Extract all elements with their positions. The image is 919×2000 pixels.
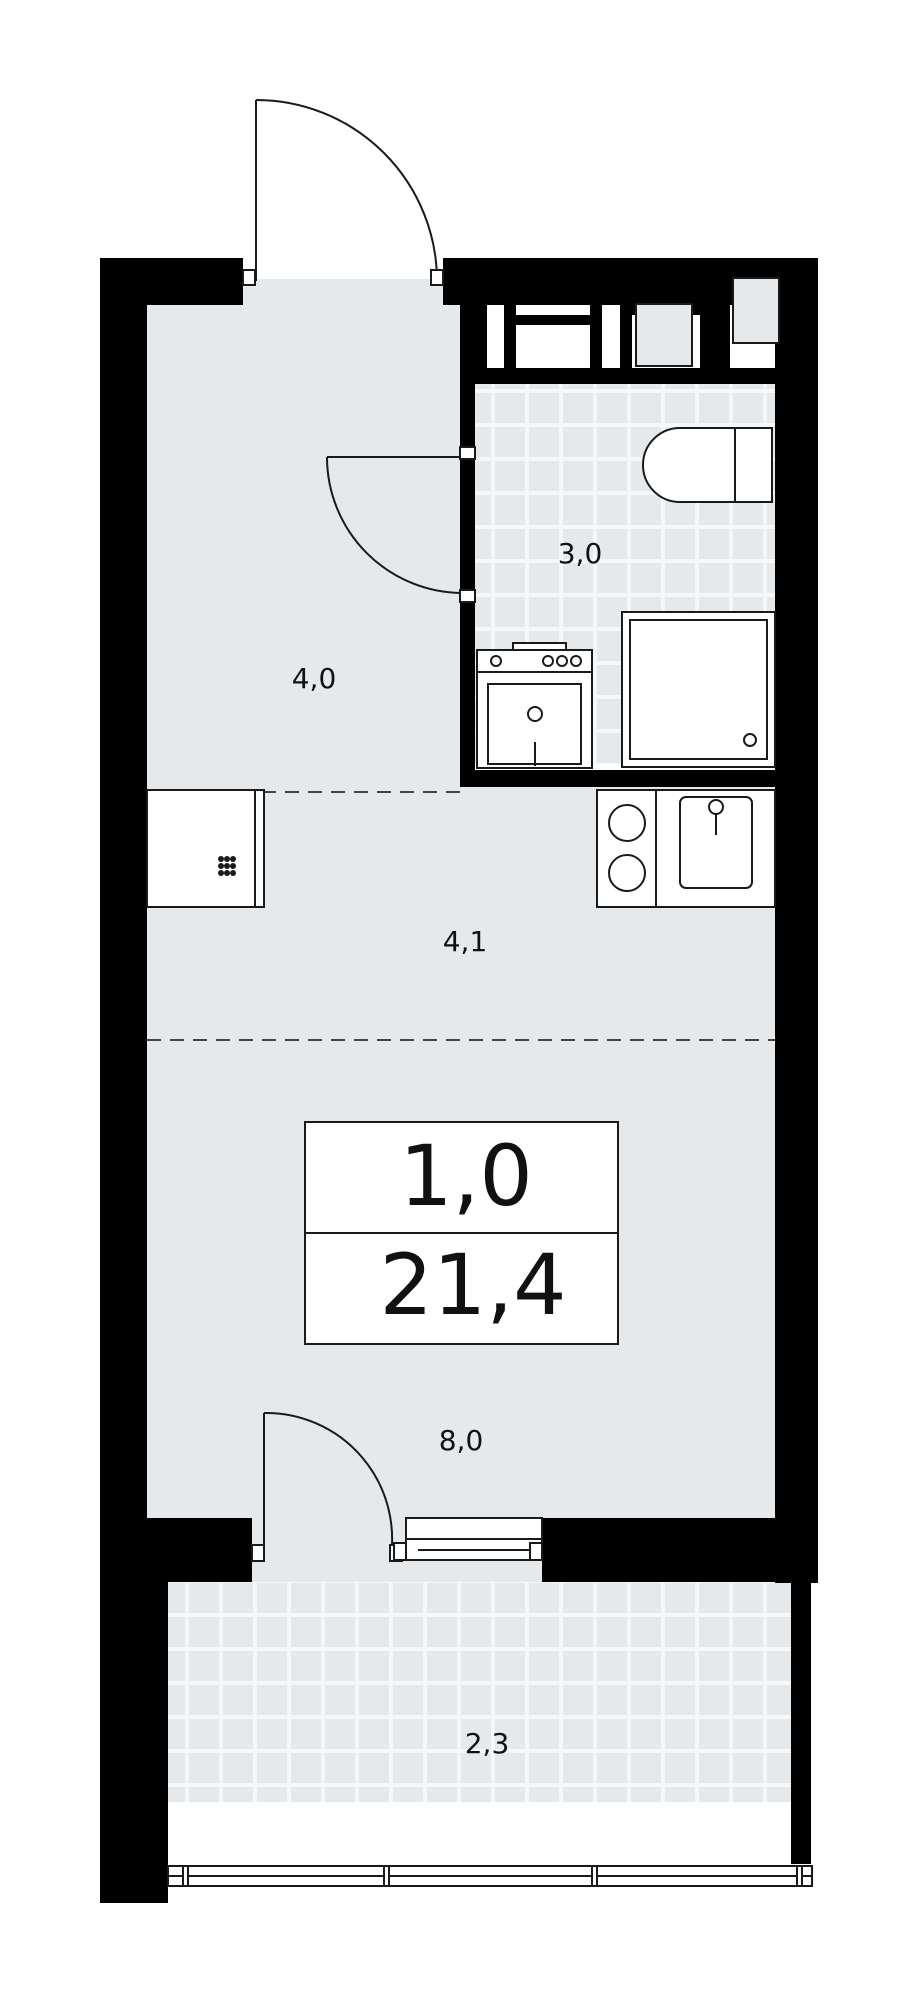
radiator bbox=[146, 789, 265, 908]
bathroom-door bbox=[326, 446, 476, 603]
ventilation-shaft bbox=[635, 303, 693, 367]
shower-tray bbox=[621, 611, 776, 768]
hallway-area-label: 4,0 bbox=[292, 662, 337, 695]
entry-threshold bbox=[243, 279, 443, 309]
hallway-floor bbox=[147, 305, 460, 787]
kitchen-area-label: 4,1 bbox=[443, 925, 488, 958]
summary-box bbox=[304, 1121, 619, 1345]
balcony-floor bbox=[168, 1582, 791, 1802]
entrance-door bbox=[242, 99, 444, 286]
living-area-label: 8,0 bbox=[439, 1424, 484, 1457]
washing-machine bbox=[476, 642, 593, 769]
kitchen-sink bbox=[655, 789, 776, 908]
balcony-railing bbox=[167, 1865, 813, 1887]
total-area-label: 21,4 bbox=[379, 1236, 566, 1334]
room-count-label: 1,0 bbox=[399, 1127, 533, 1225]
hob bbox=[596, 789, 657, 908]
balcony-window bbox=[393, 1517, 543, 1561]
bathroom-area-label: 3,0 bbox=[558, 537, 603, 570]
balcony-area-label: 2,3 bbox=[465, 1727, 510, 1760]
utility-shaft bbox=[732, 277, 780, 344]
toilet bbox=[642, 427, 773, 503]
